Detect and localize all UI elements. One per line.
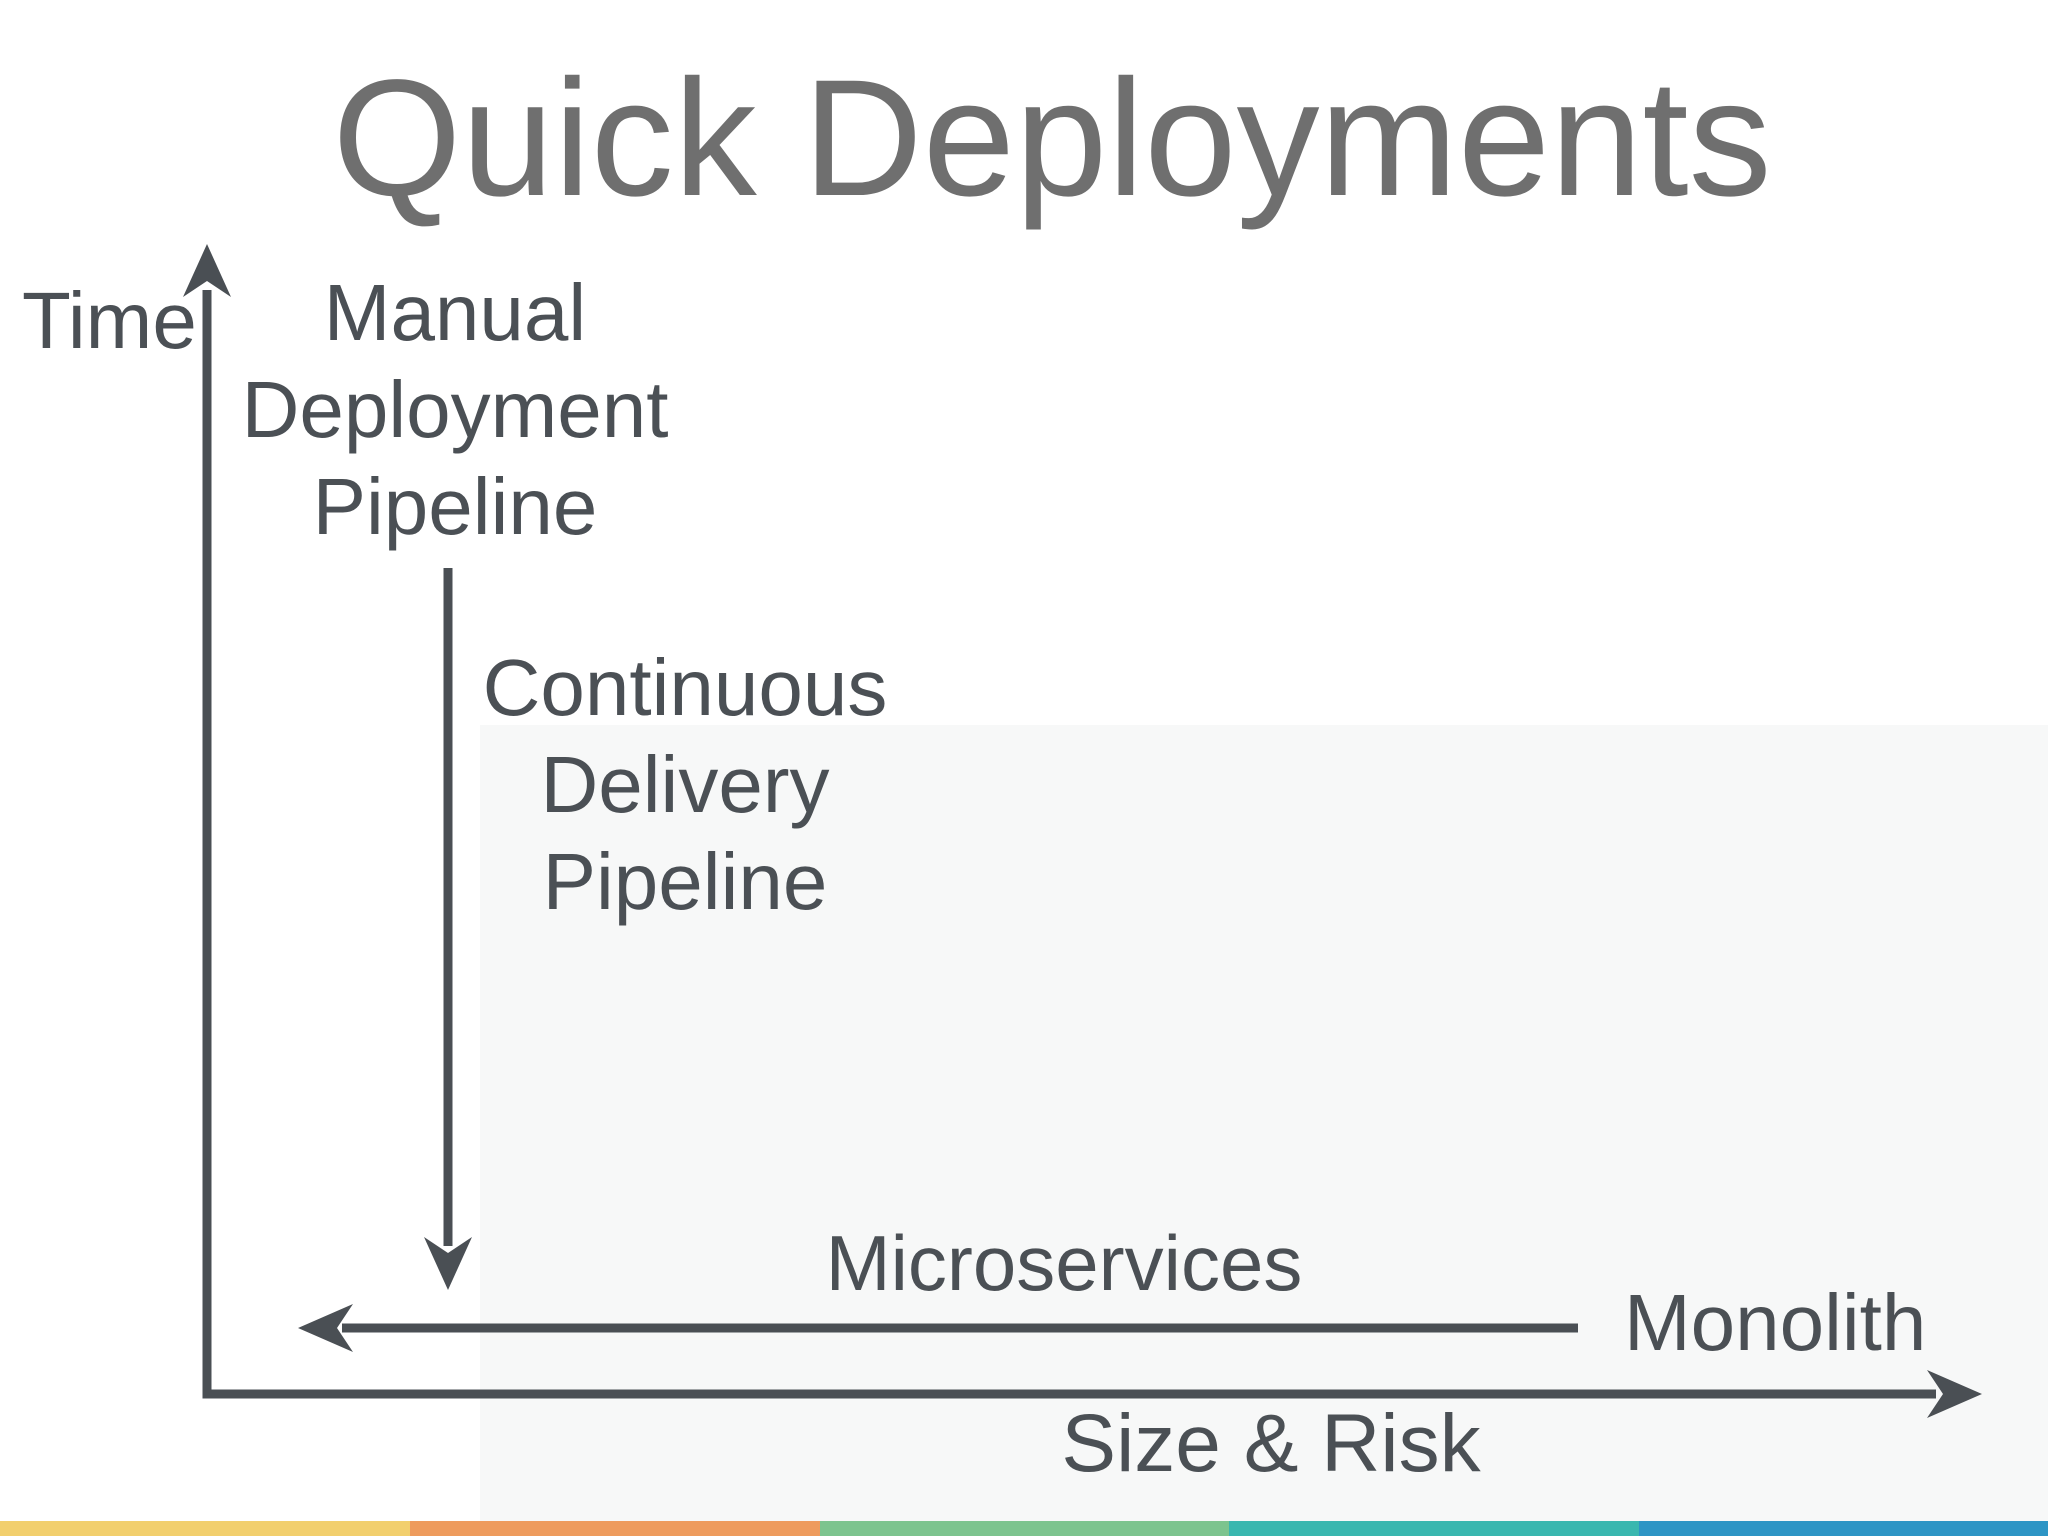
stripe-segment-yellow: [0, 1521, 410, 1536]
size-risk-axis-label: Size & Risk: [1061, 1398, 1481, 1489]
time-and-size-axis-line: [202, 290, 1936, 1399]
size-axis-right-arrowhead: [1927, 1370, 1982, 1418]
pipeline-arrow-down-arrowhead: [424, 1237, 472, 1290]
background-panel: [480, 725, 2048, 1521]
stripe-segment-orange: [410, 1521, 820, 1536]
manual-deployment-pipeline-label: Manual Deployment Pipeline: [241, 268, 669, 551]
stripe-segment-teal: [1229, 1521, 1639, 1536]
time-axis-label: Time: [22, 276, 197, 365]
slide-title: Quick Deployments: [332, 46, 1772, 231]
monolith-label: Monolith: [1624, 1278, 1927, 1367]
microservices-label: Microservices: [825, 1219, 1303, 1307]
microservices-arrow-left-arrowhead: [298, 1304, 353, 1352]
stripe-segment-blue: [1639, 1521, 2048, 1536]
continuous-delivery-pipeline-label: Continuous Delivery Pipeline: [482, 643, 888, 926]
stripe-segment-green: [820, 1521, 1229, 1536]
time-axis-up-arrowhead: [183, 244, 231, 297]
